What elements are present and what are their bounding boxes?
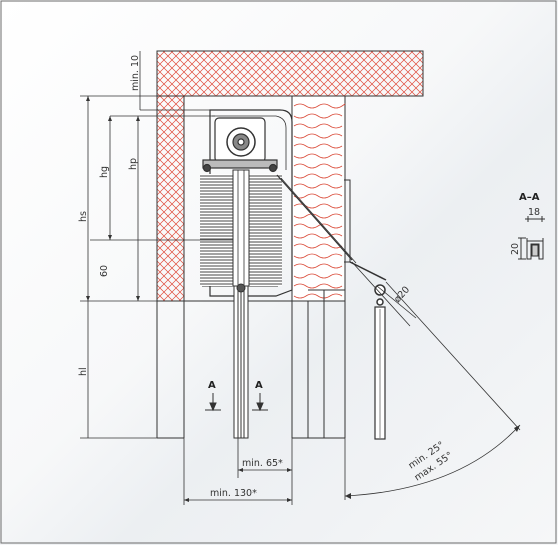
label-min-65: min. 65* (242, 458, 283, 469)
label-section-a-right: A (255, 380, 263, 391)
label-height-20: 20 (510, 243, 521, 255)
blind-head-box (202, 109, 293, 297)
label-hp: hp (128, 158, 139, 170)
dimension-lines (80, 51, 521, 505)
label-60: 60 (99, 265, 110, 277)
label-section-a-left: A (208, 380, 216, 391)
label-hl: hl (78, 367, 89, 376)
wood-insulation (291, 95, 346, 302)
label-section-title: A–A (519, 192, 540, 203)
section-marks (205, 393, 268, 412)
wall-reveal (156, 289, 346, 439)
label-min-130: min. 130* (210, 488, 257, 499)
arrow-heads (86, 96, 520, 502)
label-width-18: 18 (528, 207, 540, 218)
label-min-10: min. 10 (130, 55, 141, 91)
masonry-lintel (156, 50, 424, 302)
label-hs: hs (78, 211, 89, 222)
crank-rod (276, 174, 387, 440)
section-detail (518, 216, 545, 260)
label-hg: hg (99, 166, 110, 178)
label-diameter-20: ø20 (392, 284, 412, 305)
slat-stack (200, 169, 282, 287)
guide-rail (233, 283, 249, 439)
